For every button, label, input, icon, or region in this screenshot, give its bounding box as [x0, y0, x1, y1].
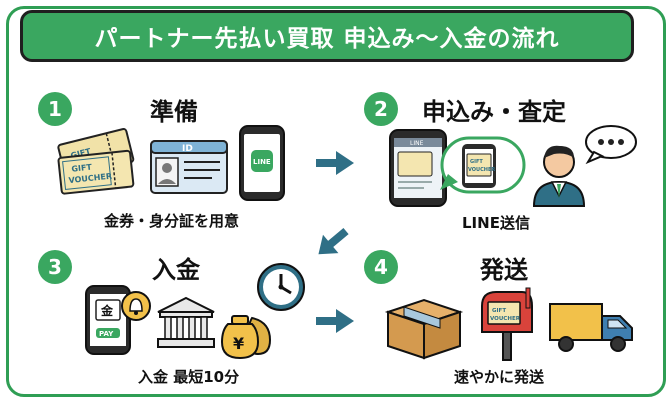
phone-chat-icon: LINE: [389, 129, 447, 207]
delivery-truck-icon: [549, 303, 633, 352]
step-2-title: 申込み・査定: [422, 98, 566, 126]
operator-person-icon: [532, 145, 586, 207]
phone-payment-icon: 金 PAY: [85, 285, 151, 355]
arrow-diagonal-icon: [318, 228, 349, 255]
step-2-number: 2: [364, 92, 398, 126]
step-1-caption: 金券・身分証を用意: [104, 212, 240, 230]
speech-bubble-dots-icon: [585, 125, 637, 165]
step-3-caption: 入金 最短10分: [138, 368, 240, 386]
bank-building-icon: [157, 296, 215, 348]
step-4-caption: 速やかに発送: [454, 368, 545, 386]
svg-text:金: 金: [100, 303, 114, 318]
smartphone-line-icon: LINE: [239, 125, 285, 201]
svg-text:GIFT: GIFT: [492, 308, 506, 314]
mailbox-icon: GIFT VOUCHER: [481, 287, 533, 361]
svg-text:ID: ID: [182, 144, 193, 154]
svg-text:VOUCHER: VOUCHER: [490, 316, 521, 322]
voucher-photo-bubble-icon: GIFT VOUCHER: [440, 136, 526, 194]
title-banner: パートナー先払い買取 申込み〜入金の流れ: [20, 10, 634, 62]
svg-text:LINE: LINE: [410, 140, 424, 147]
svg-text:VOUCHER: VOUCHER: [468, 167, 495, 173]
step-4-title: 発送: [480, 256, 528, 284]
svg-text:PAY: PAY: [99, 330, 114, 338]
svg-text:LINE: LINE: [253, 158, 271, 166]
cardboard-box-icon: [384, 298, 464, 360]
clock-icon: [257, 263, 305, 311]
step-4-number: 4: [364, 250, 398, 284]
arrow-right-icon: [316, 309, 354, 333]
arrow-right-icon: [316, 151, 354, 175]
money-bags-icon: ¥: [220, 315, 272, 360]
gift-voucher-icon: GIFT GIFT VOUCHER: [57, 128, 135, 195]
svg-text:GIFT: GIFT: [470, 159, 483, 165]
svg-text:GIFT: GIFT: [71, 163, 93, 174]
step-3-number: 3: [38, 250, 72, 284]
step-1-number: 1: [38, 92, 72, 126]
step-3-title: 入金: [152, 256, 200, 284]
step-1-title: 準備: [150, 98, 198, 126]
svg-text:¥: ¥: [233, 334, 244, 353]
step-2-caption: LINE送信: [462, 214, 530, 232]
id-card-icon: ID: [150, 140, 228, 194]
page-title: パートナー先払い買取 申込み〜入金の流れ: [94, 26, 560, 52]
